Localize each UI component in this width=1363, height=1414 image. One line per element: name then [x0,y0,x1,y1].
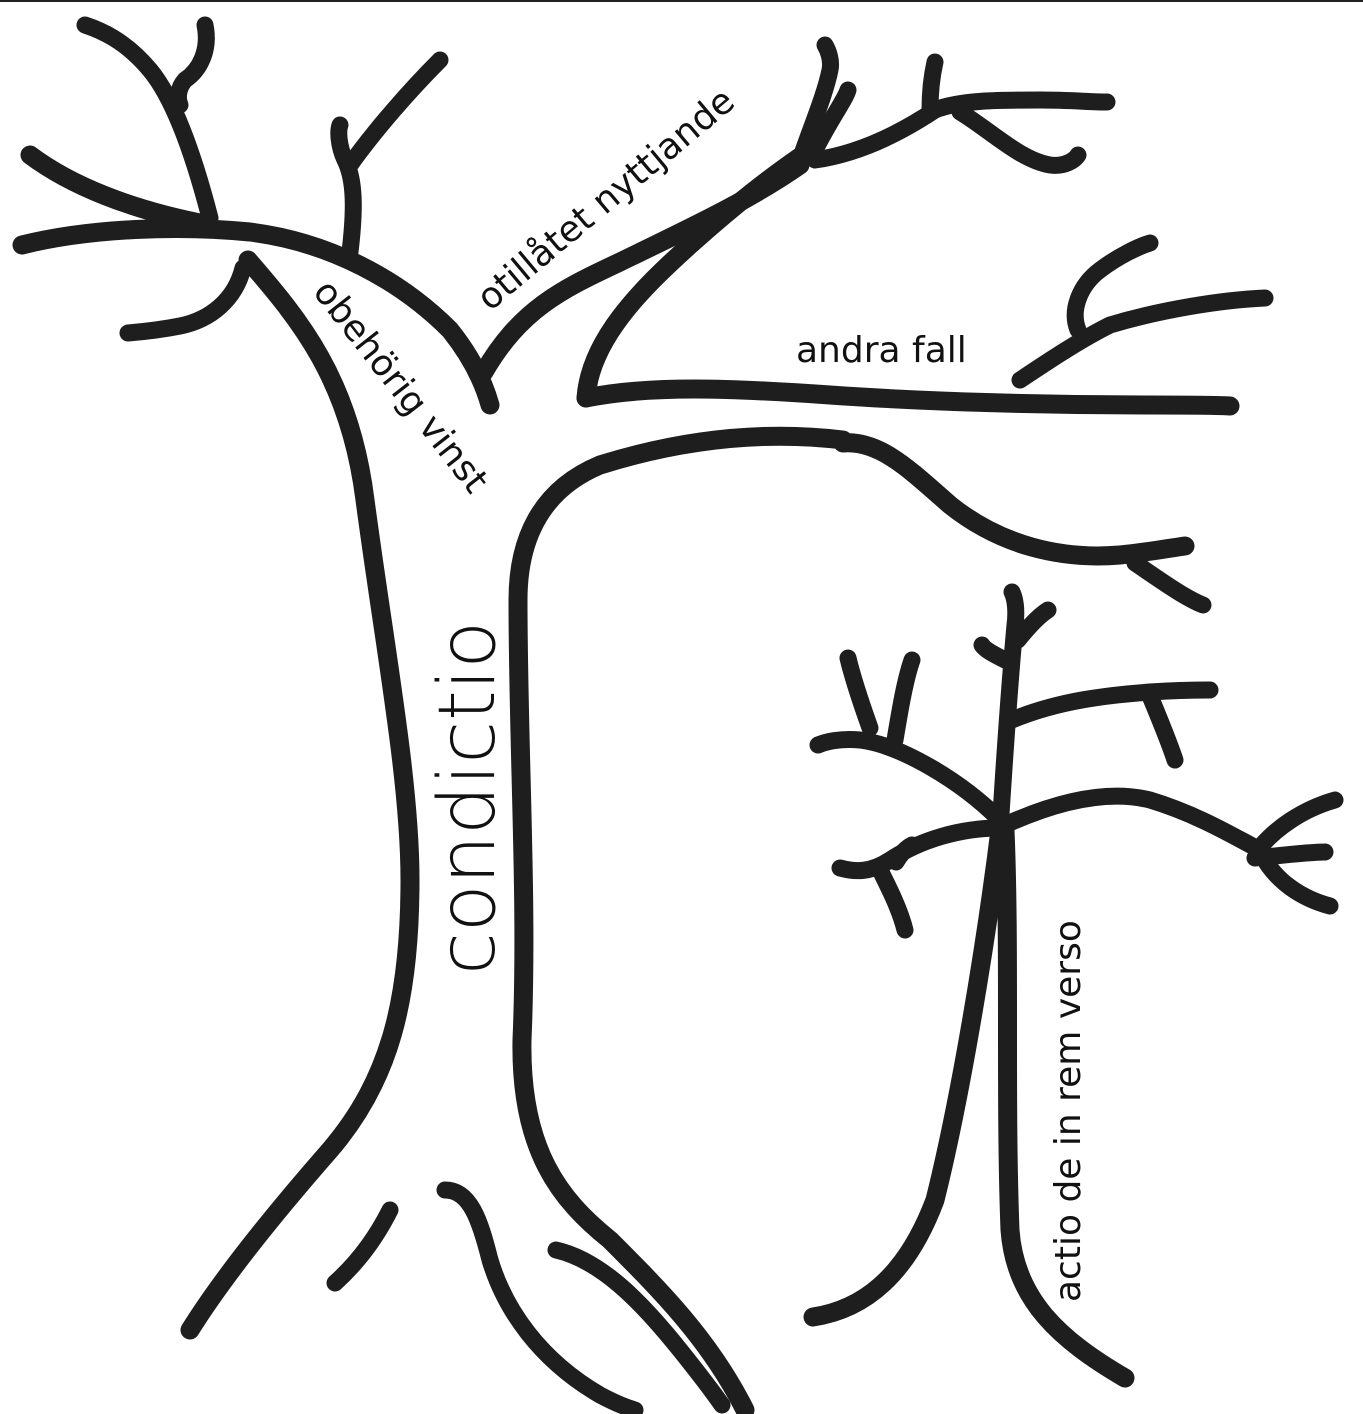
root-left [335,1210,390,1283]
small-left-upper-fork [848,658,870,728]
small-left-lower [840,828,1000,871]
middle-upper-twig [339,125,353,252]
right-lower-fork [1135,563,1203,605]
small-left-lower-fork-2 [896,845,912,862]
upper-right-fork [960,112,1078,165]
small-right-fork-mid [1255,852,1325,858]
label-otillatet-nyttjande: otillåtet nyttjande [469,80,742,319]
upper-right-stub [930,62,935,110]
label-actio-de-in-rem-verso: actio de in rem verso [1048,920,1089,1302]
small-central-fork-left [982,645,1005,660]
small-upper-right-fork [1150,696,1175,760]
small-left-lower-fork [880,870,905,930]
left-top-fork [178,25,206,105]
small-trunk-left [813,830,1000,1317]
trunk-right-edge [518,436,843,1410]
root-middle [445,1190,635,1410]
small-right-fork-up [1262,800,1335,845]
right-lower-limb [843,443,1185,556]
small-upper-right [1012,690,1210,720]
label-condictio: condictio [423,621,513,975]
small-left-upper [818,739,1000,820]
small-left-upper-fork-2 [895,660,912,740]
left-lower-twig [128,268,243,333]
small-right-limb [1005,796,1260,850]
label-andra-fall: andra fall [796,330,967,371]
middle-upper-fork [350,60,440,165]
right-horizontal-limb [586,389,1230,406]
trunk-left-edge [190,260,410,1330]
right-upper-branch [1020,298,1265,380]
far-left-limb [30,155,210,225]
